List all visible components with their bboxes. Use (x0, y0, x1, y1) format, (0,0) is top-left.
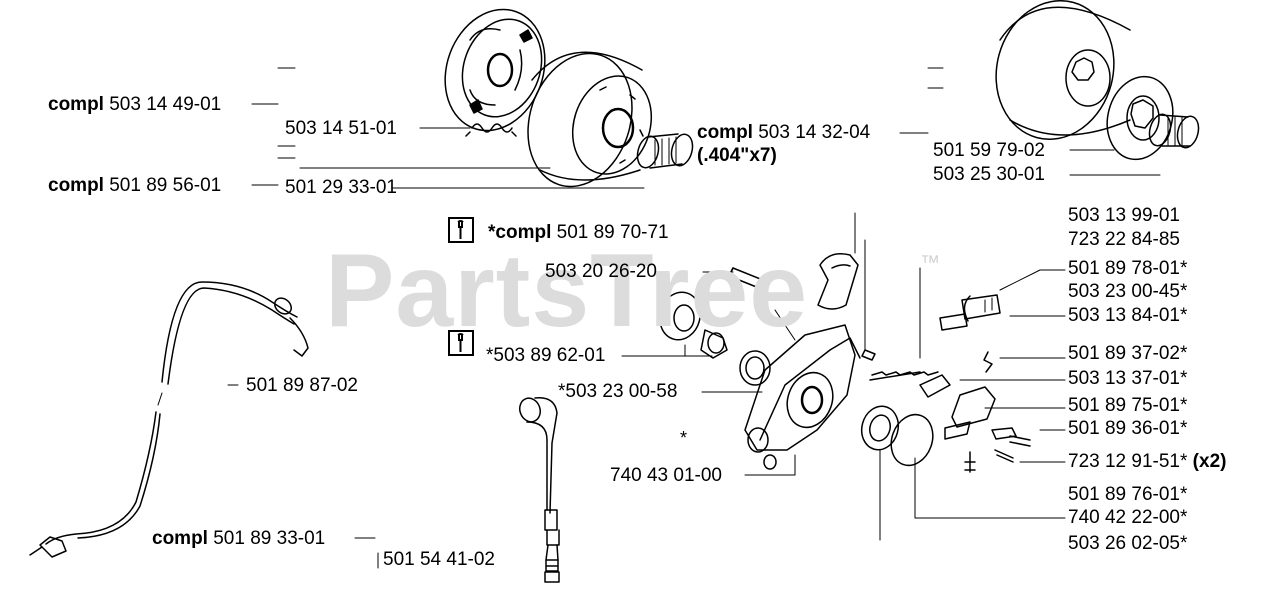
part-label-501-89-36-01[interactable]: 501 89 36-01* (1068, 418, 1188, 439)
clutch-assembly-drawing (444, 8, 546, 132)
part-label-501-89-78-01[interactable]: 501 89 78-01* (1068, 258, 1188, 279)
part-label-sprocket-size: (.404"x7) (697, 145, 777, 166)
part-label-501-89-37-02[interactable]: 501 89 37-02* (1068, 343, 1188, 364)
asterisk-note: * (680, 428, 688, 448)
oil-suction-hose-drawing (29, 411, 161, 558)
part-label-501-89-33-01[interactable]: compl 501 89 33-01 (152, 528, 326, 549)
oil-hose-drawing (161, 281, 309, 385)
part-label-501-89-56-01[interactable]: compl 501 89 56-01 (48, 175, 222, 196)
part-label-503-20-26-20[interactable]: 503 20 26-20 (545, 261, 657, 282)
needle-bearing-drawing (636, 133, 694, 169)
part-label-723-22-84-85[interactable]: 723 22 84-85 (1068, 229, 1180, 250)
part-label-503-89-62-01[interactable]: *503 89 62-01 (486, 345, 606, 366)
wrench-icon (448, 217, 474, 243)
seal-ring-drawing (739, 350, 934, 467)
clutch-drum-drawing (527, 51, 653, 188)
part-label-501-54-41-02[interactable]: 501 54 41-02 (383, 549, 495, 570)
part-label-501-89-75-01[interactable]: 501 89 75-01* (1068, 395, 1188, 416)
part-label-503-13-37-01[interactable]: 503 13 37-01* (1068, 368, 1188, 389)
part-label-723-12-91-51[interactable]: 723 12 91-51* (x2) (1068, 451, 1227, 472)
part-label-503-14-51-01[interactable]: 503 14 51-01 (285, 118, 397, 139)
needle-bearing-right-drawing (1148, 113, 1200, 149)
spring-drawing (465, 123, 517, 137)
watermark: PartsTree (325, 233, 809, 349)
part-label-501-89-87-02[interactable]: 501 89 87-02 (246, 375, 358, 396)
part-label-503-13-99-01[interactable]: 503 13 99-01 (1068, 205, 1180, 226)
spring-right-drawing (869, 371, 939, 381)
part-label-503-23-00-58[interactable]: *503 23 00-58 (558, 381, 678, 402)
pickup-hose-drawing (518, 397, 560, 583)
part-label-501-89-76-01[interactable]: 501 89 76-01* (1068, 484, 1188, 505)
part-label-503-13-84-01[interactable]: 503 13 84-01* (1068, 305, 1188, 326)
adjuster-parts-drawing (919, 351, 1031, 473)
part-label-501-89-70-71[interactable]: *compl 501 89 70-71 (488, 222, 669, 243)
part-label-501-59-79-02[interactable]: 501 59 79-02 (933, 140, 1045, 161)
leader-lines (157, 67, 1161, 569)
part-label-503-14-32-04[interactable]: compl 503 14 32-04 (697, 122, 871, 143)
wrench-icon (448, 330, 474, 356)
part-label-740-43-01-00[interactable]: 740 43 01-00 (610, 465, 722, 486)
part-label-740-42-22-00[interactable]: 740 42 22-00* (1068, 507, 1188, 528)
part-label-503-26-02-05[interactable]: 503 26 02-05* (1068, 533, 1188, 554)
pump-plunger-drawing (939, 294, 1001, 331)
oil-pump-gear-drawing (658, 291, 728, 359)
sprocket-drum-drawing (995, 0, 1131, 141)
part-label-503-25-30-01[interactable]: 503 25 30-01 (933, 164, 1045, 185)
part-label-501-29-33-01[interactable]: 501 29 33-01 (285, 177, 397, 198)
trademark-symbol: ™ (920, 252, 940, 274)
worm-gear-drawing (817, 253, 859, 310)
oil-pump-body-drawing (744, 324, 861, 470)
part-label-503-14-49-01[interactable]: compl 503 14 49-01 (48, 94, 222, 115)
part-label-503-23-00-45[interactable]: 503 23 00-45* (1068, 281, 1188, 302)
